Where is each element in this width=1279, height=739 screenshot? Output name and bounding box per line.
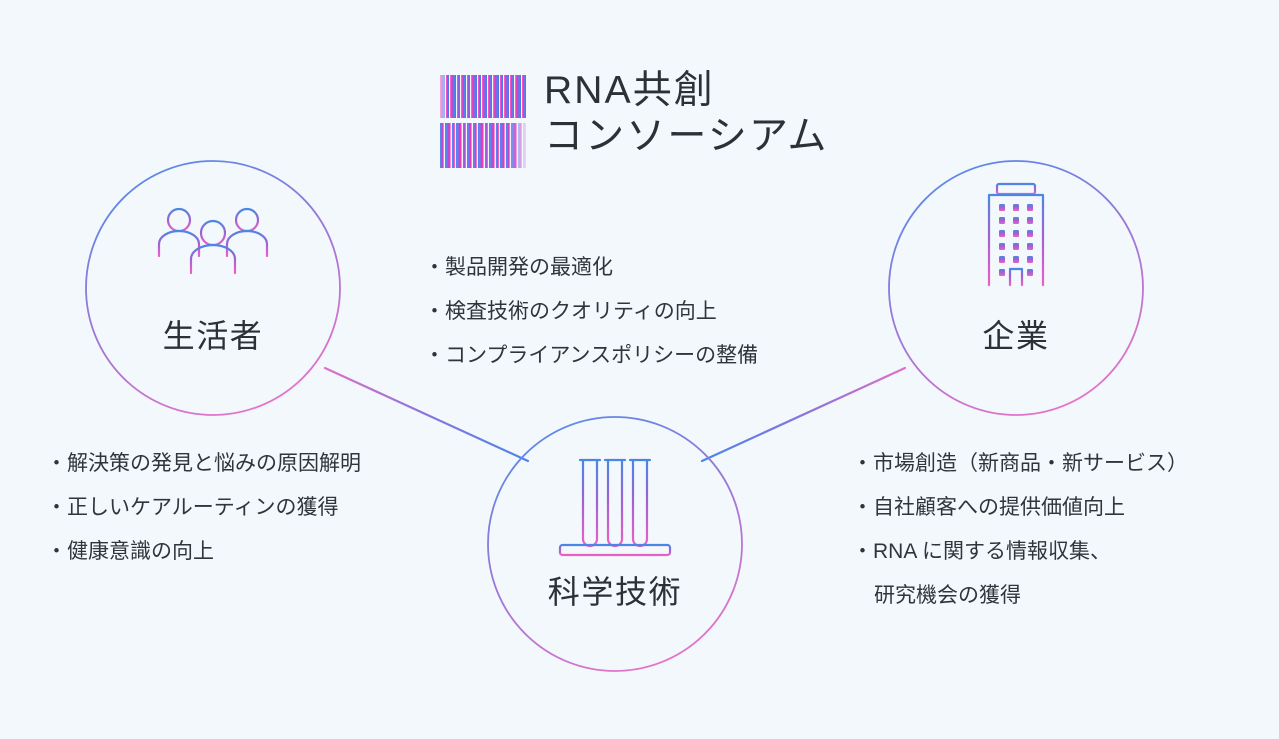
bullet-line: ・製品開発の最適化 xyxy=(424,256,613,279)
bullets-left: ・解決策の発見と悩みの原因解明 ・正しいケアルーティンの獲得 ・健康意識の向上 xyxy=(46,442,361,574)
logo-title-line1: RNA共創 xyxy=(544,69,716,112)
people-group-icon xyxy=(157,207,269,275)
bullet-line: ・RNA に関する情報収集、 xyxy=(852,540,1112,563)
bullet-line: ・健康意識の向上 xyxy=(46,540,214,563)
bullet-line: ・コンプライアンスポリシーの整備 xyxy=(424,344,759,367)
bullet-line: 研究機会の獲得 xyxy=(874,584,1021,607)
bullets-center: ・製品開発の最適化 ・検査技術のクオリティの向上 ・コンプライアンスポリシーの整… xyxy=(424,246,758,378)
node-consumer[interactable]: 生活者 xyxy=(84,159,342,417)
node-science[interactable]: 科学技術 xyxy=(486,415,744,673)
node-ring-company xyxy=(888,160,1144,416)
bullets-right: ・市場創造（新商品・新サービス） ・自社顧客への提供価値向上 ・RNA に関する… xyxy=(852,442,1188,618)
barcode-logo-mark xyxy=(440,75,526,168)
node-ring-science xyxy=(487,416,743,672)
node-label-science: 科学技術 xyxy=(547,574,683,610)
bullet-line: ・解決策の発見と悩みの原因解明 xyxy=(46,452,361,475)
logo-title-line2: コンソーシアム xyxy=(544,115,829,159)
node-company[interactable]: 企業 xyxy=(887,159,1145,417)
bullet-line: ・市場創造（新商品・新サービス） xyxy=(852,452,1188,475)
bullet-line: ・正しいケアルーティンの獲得 xyxy=(46,496,339,519)
node-label-consumer: 生活者 xyxy=(162,318,264,354)
office-building-icon xyxy=(977,182,1055,287)
node-label-company: 企業 xyxy=(982,318,1050,354)
bullet-line: ・検査技術のクオリティの向上 xyxy=(424,300,717,323)
bullet-line: ・自社顧客への提供価値向上 xyxy=(852,496,1125,519)
consortium-logo: RNA共創 コンソーシアム xyxy=(440,68,829,170)
logo-title: RNA共創 コンソーシアム xyxy=(544,68,829,160)
test-tube-rack-icon xyxy=(558,458,672,557)
node-ring-consumer xyxy=(85,160,341,416)
